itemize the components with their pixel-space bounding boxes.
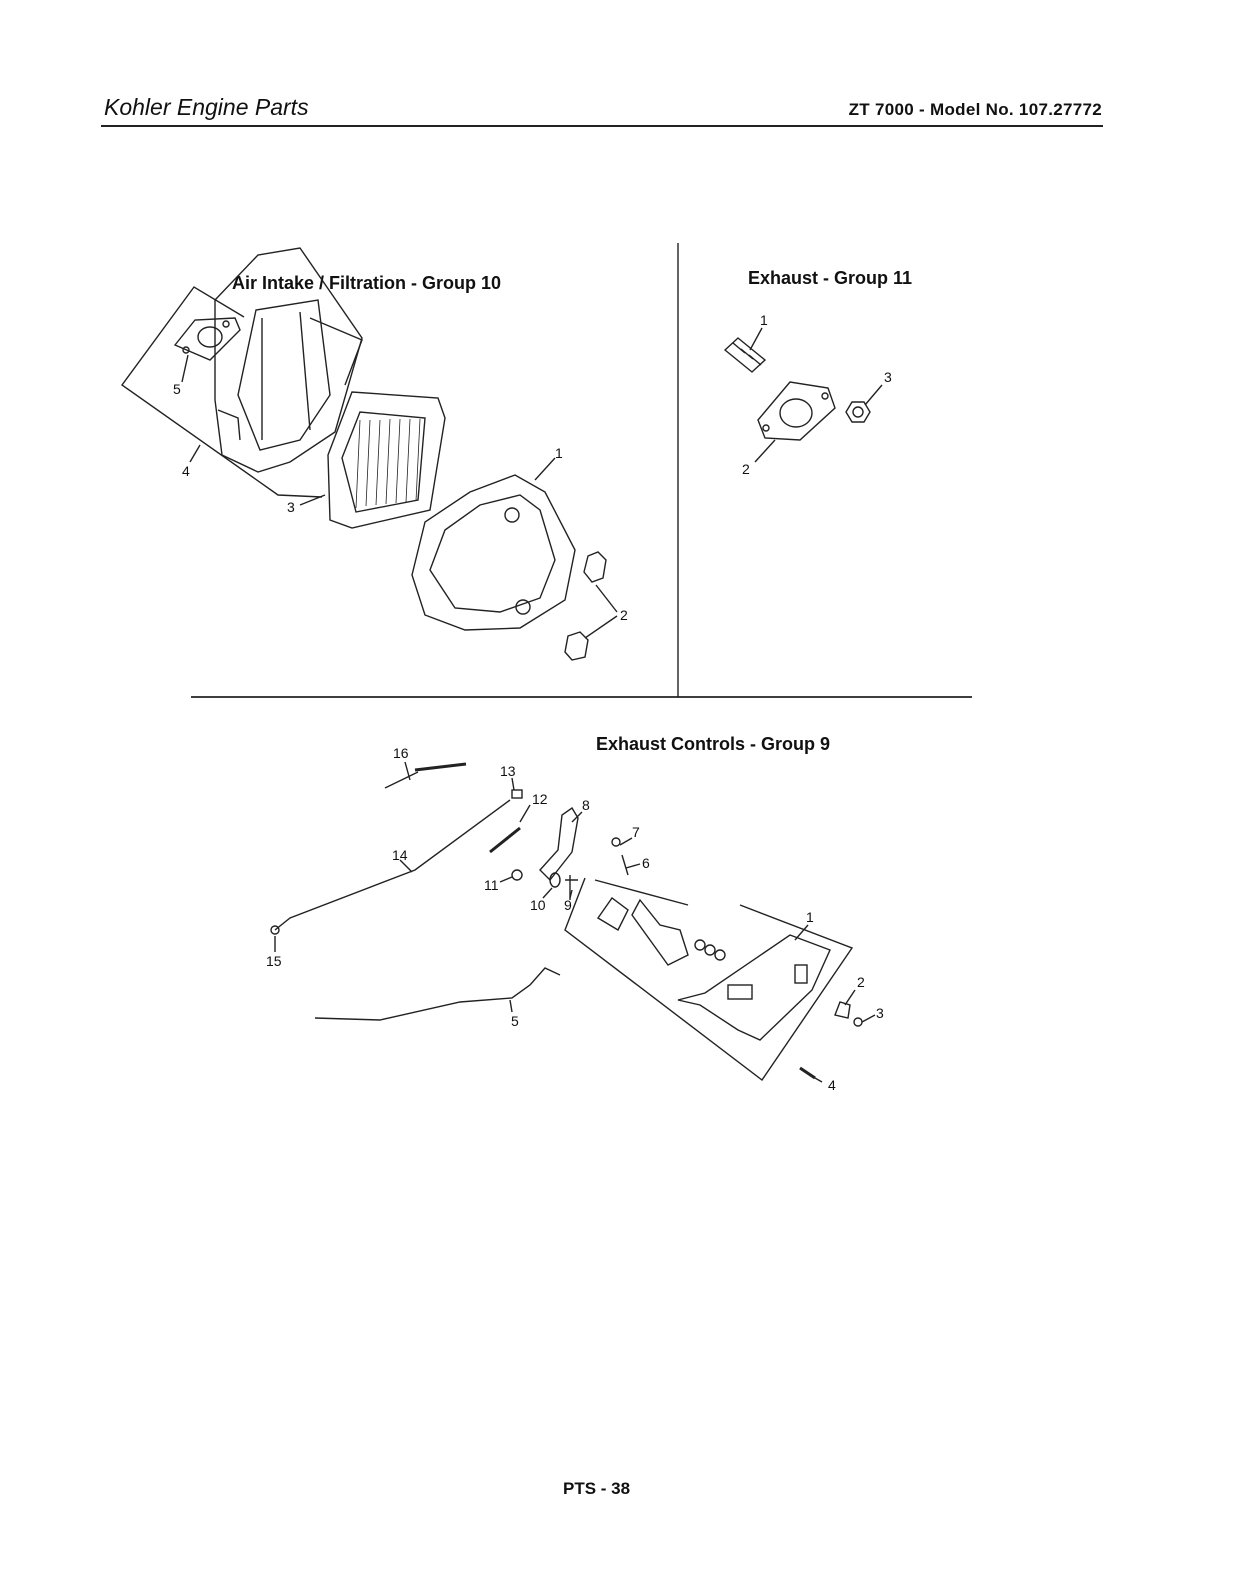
callout-ctrl-15: 15 [266,953,282,969]
callout-ctrl-4: 4 [828,1077,836,1093]
callout-ctrl-10: 10 [530,897,546,913]
callout-air-3: 3 [287,499,295,515]
callout-ctrl-6: 6 [642,855,650,871]
callout-ctrl-7: 7 [632,824,640,840]
control-lever-part [632,900,688,965]
lever-part [540,808,578,880]
callout-air-5: 5 [173,381,181,397]
callout-exh-1: 1 [760,312,768,328]
stud-part [725,338,765,372]
callout-air-4: 4 [182,463,190,479]
callout-air-2: 2 [620,607,628,623]
callout-ctrl-2: 2 [857,974,865,990]
exhaust-drawing [725,338,870,440]
callout-ctrl-13: 13 [500,763,516,779]
callout-ctrl-5: 5 [511,1013,519,1029]
exhaust-controls-drawing [271,764,862,1080]
callout-air-1: 1 [555,445,563,461]
callout-ctrl-11: 11 [484,877,499,893]
knob-part [565,632,588,660]
callout-exh-3: 3 [884,369,892,385]
callout-ctrl-1: 1 [806,909,814,925]
knob-part [584,552,606,582]
page-number: PTS - 38 [563,1479,630,1499]
callout-exh-2: 2 [742,461,750,477]
base-housing-part [215,248,362,472]
control-bracket-part [678,935,830,1040]
callout-ctrl-3: 3 [876,1005,884,1021]
gasket-part [175,318,240,360]
callout-ctrl-9: 9 [564,897,572,913]
callout-ctrl-12: 12 [532,791,548,807]
callout-ctrl-8: 8 [582,797,590,813]
callout-ctrl-14: 14 [392,847,408,863]
nut-part [846,402,870,422]
callout-ctrl-16: 16 [393,745,409,761]
exhaust-gasket-part [758,382,835,440]
filter-element-part [328,392,445,528]
